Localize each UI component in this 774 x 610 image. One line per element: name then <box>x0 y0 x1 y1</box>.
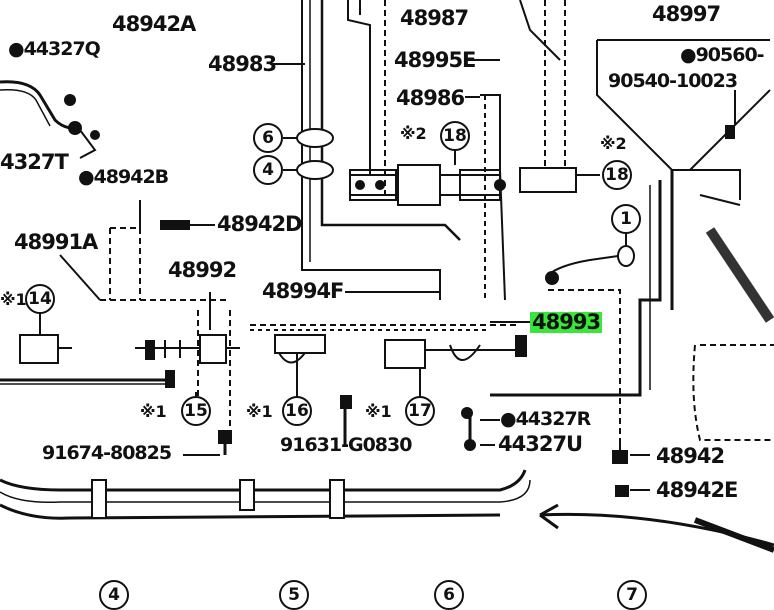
note-mark-2-center: ※2 <box>400 124 427 143</box>
section-4: 4 <box>99 580 129 610</box>
part-48995E: 48995E <box>394 48 476 72</box>
part-48991A: 48991A <box>14 230 98 254</box>
part-48993-highlighted[interactable]: 48993 <box>530 310 603 334</box>
note-mark-1-14: ※1 <box>0 290 27 309</box>
part-91674-80825: 91674-80825 <box>42 442 172 464</box>
part-44327T: 4327T <box>0 150 69 174</box>
part-44327R: ●44327R <box>500 408 591 430</box>
callout-17: 17 <box>405 396 435 426</box>
part-48942B: ●48942B <box>78 166 169 188</box>
part-90560: ●90560- <box>680 44 765 66</box>
part-48997: 48997 <box>652 2 721 26</box>
part-48942D: 48942D <box>217 212 302 236</box>
callout-16: 16 <box>282 396 312 426</box>
part-48986: 48986 <box>396 86 465 110</box>
section-7: 7 <box>617 580 647 610</box>
part-48942E: 48942E <box>656 478 738 502</box>
callout-15: 15 <box>181 396 211 426</box>
part-48994F: 48994F <box>262 279 344 303</box>
callout-4: 4 <box>253 155 283 185</box>
callout-18-center: 18 <box>440 121 470 151</box>
part-48987: 48987 <box>400 6 469 30</box>
note-mark-2-right: ※2 <box>600 134 627 153</box>
note-mark-1-17: ※1 <box>365 402 392 421</box>
part-48983: 48983 <box>208 52 277 76</box>
part-90540-10023: 90540-10023 <box>608 70 738 92</box>
part-91631-G0830: 91631-G0830 <box>280 434 412 456</box>
note-mark-1-15: ※1 <box>140 402 167 421</box>
callout-1: 1 <box>611 204 641 234</box>
part-44327U: 44327U <box>498 432 583 456</box>
callout-6: 6 <box>253 123 283 153</box>
part-48992: 48992 <box>168 258 237 282</box>
part-48942: 48942 <box>656 444 725 468</box>
section-5: 5 <box>279 580 309 610</box>
note-mark-1-16: ※1 <box>246 402 273 421</box>
part-48942A: 48942A <box>112 12 196 36</box>
section-6: 6 <box>434 580 464 610</box>
callout-18-right: 18 <box>602 160 632 190</box>
callout-14: 14 <box>25 284 55 314</box>
part-44327Q: ●44327Q <box>8 38 101 60</box>
